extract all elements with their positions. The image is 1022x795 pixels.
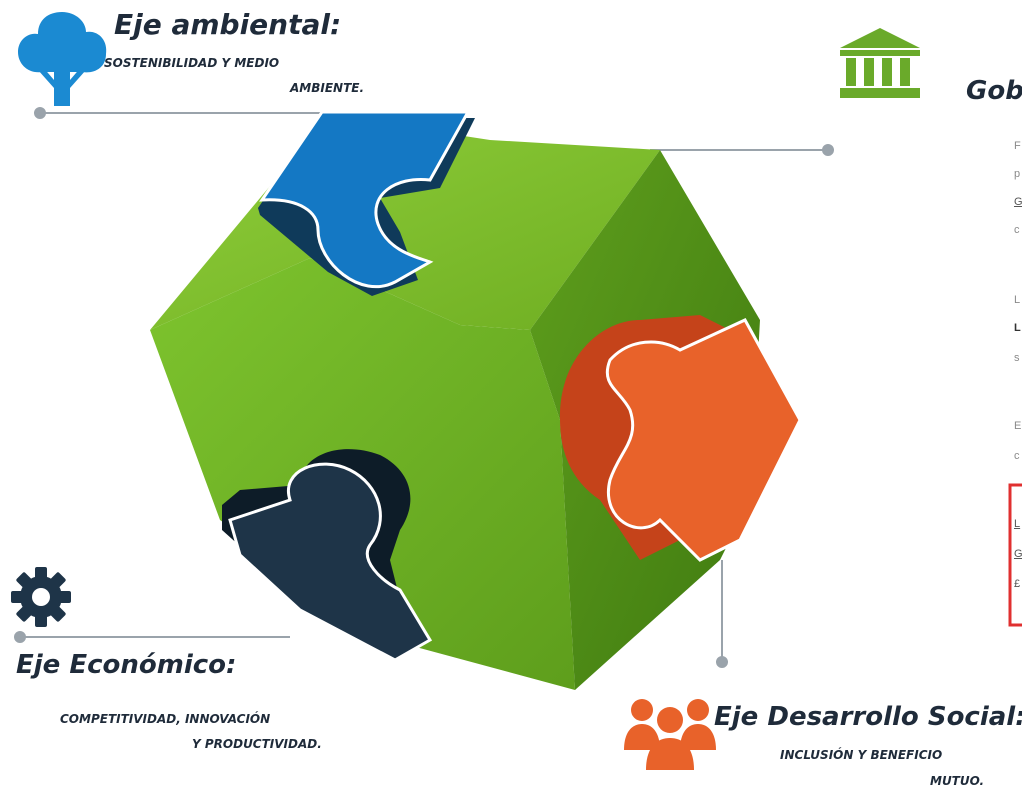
social-subtitle-line1: INCLUSIÓN Y BENEFICIO xyxy=(780,748,943,762)
text-fragment: £ xyxy=(1014,578,1021,590)
text-fragment: c xyxy=(1014,224,1020,236)
text-fragment: p xyxy=(1014,168,1021,180)
highlight-box xyxy=(1008,483,1022,627)
ambiental-subtitle-line1: SOSTENIBILIDAD Y MEDIO xyxy=(104,56,280,70)
text-fragment: G xyxy=(1014,196,1022,208)
navy-puzzle-piece xyxy=(222,449,433,662)
cube-face-top xyxy=(150,120,660,330)
ambiental-subtitle-line2: AMBIENTE. xyxy=(290,81,365,95)
blue-puzzle-piece xyxy=(258,110,475,296)
economico-title: Eje Económico: xyxy=(16,650,237,680)
text-fragment: F xyxy=(1014,140,1021,152)
ambiental-title: Eje ambiental: xyxy=(114,8,342,41)
text-fragment: L xyxy=(1014,322,1021,334)
social-title: Eje Desarrollo Social: xyxy=(714,702,1022,732)
gear-icon xyxy=(11,567,71,627)
text-fragment: L xyxy=(1014,518,1021,530)
text-fragment: G xyxy=(1014,548,1022,560)
social-subtitle-line2: MUTUO. xyxy=(930,774,985,788)
government-building-icon xyxy=(840,28,920,98)
economico-subtitle-line1: COMPETITIVIDAD, INNOVACIÓN xyxy=(60,712,271,726)
connector-lines xyxy=(14,107,834,668)
people-group-icon xyxy=(624,699,716,770)
text-fragment: s xyxy=(1014,352,1020,364)
text-fragment: E xyxy=(1014,420,1022,432)
text-fragment: c xyxy=(1014,450,1020,462)
tree-icon xyxy=(18,12,107,106)
text-fragment: L xyxy=(1014,294,1021,306)
economico-subtitle-line2: Y PRODUCTIVIDAD. xyxy=(192,737,322,751)
orange-puzzle-piece xyxy=(559,315,802,562)
gobernanza-title: Gob xyxy=(966,76,1022,106)
